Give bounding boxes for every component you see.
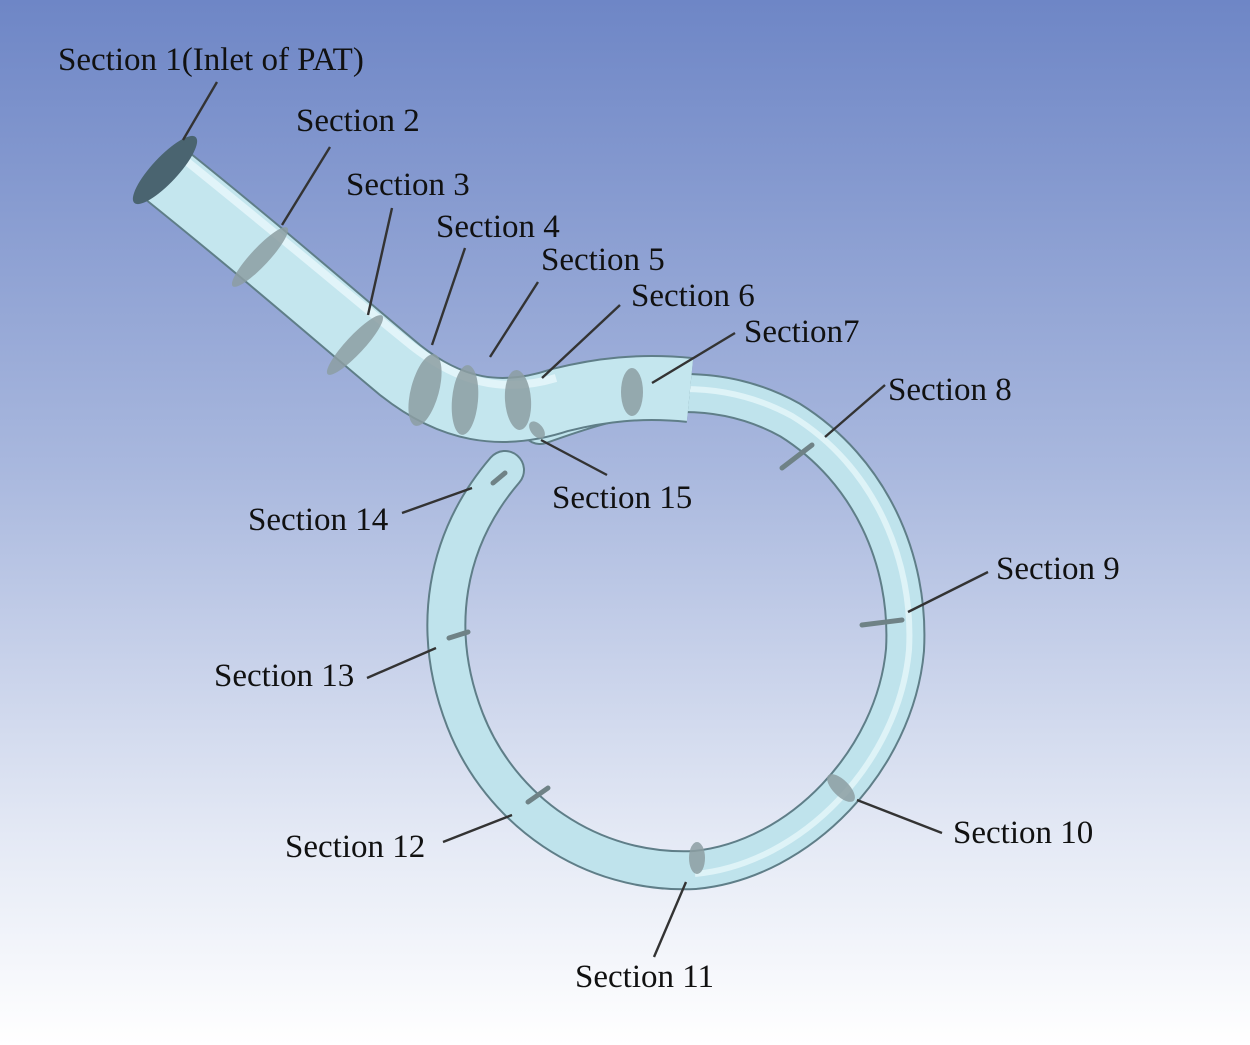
section-8-cut	[779, 442, 815, 471]
section-7-leader	[651, 331, 736, 385]
leader-lines	[181, 81, 989, 958]
section-3-leader	[366, 207, 394, 316]
section-2-cut	[231, 227, 289, 287]
section-13-leader	[366, 646, 437, 680]
section-15-label: Section 15	[552, 480, 692, 516]
section-10-cut	[827, 774, 855, 802]
section-15-cut	[529, 421, 545, 439]
section-14-label: Section 14	[248, 502, 388, 538]
section-6-label: Section 6	[631, 278, 755, 314]
inlet-pipe	[139, 144, 694, 443]
section-12-cut	[525, 785, 551, 805]
section-8-label: Section 8	[888, 372, 1012, 408]
section-11-cut	[689, 842, 705, 874]
section-3-cut	[326, 315, 384, 375]
section-8-leader	[824, 384, 886, 438]
section-5-label: Section 5	[541, 242, 665, 278]
section-9-cut	[859, 617, 905, 628]
section-1-cut	[132, 135, 198, 205]
section-4-label: Section 4	[436, 209, 560, 245]
section-6-cut	[504, 370, 532, 430]
section-11-label: Section 11	[575, 959, 714, 995]
section-4-cut	[408, 354, 442, 426]
section-6-leader	[541, 304, 621, 379]
section-1-label: Section 1(Inlet of PAT)	[58, 42, 364, 78]
section-11-leader	[652, 881, 688, 958]
section-7-cut	[621, 368, 643, 416]
section-13-cut	[446, 629, 471, 641]
section-5-leader	[488, 281, 540, 358]
section-2-leader	[280, 146, 332, 226]
section-14-cut	[490, 470, 508, 486]
section-labels: Section 1(Inlet of PAT) Section 2 Sectio…	[58, 42, 1120, 995]
section-cuts	[231, 227, 905, 874]
section-4-leader	[430, 247, 467, 346]
section-3-label: Section 3	[346, 167, 470, 203]
section-13-label: Section 13	[214, 658, 354, 694]
section-15-leader	[540, 438, 608, 477]
section-2-label: Section 2	[296, 103, 420, 139]
section-5-cut	[451, 365, 479, 435]
section-10-leader	[856, 798, 943, 835]
section-14-leader	[401, 486, 473, 515]
section-12-label: Section 12	[285, 829, 425, 865]
section-1-leader	[181, 81, 219, 141]
section-10-label: Section 10	[953, 815, 1093, 851]
section-7-label: Section7	[744, 314, 859, 350]
section-9-leader	[907, 570, 989, 614]
section-9-label: Section 9	[996, 551, 1120, 587]
section-12-leader	[442, 813, 513, 844]
